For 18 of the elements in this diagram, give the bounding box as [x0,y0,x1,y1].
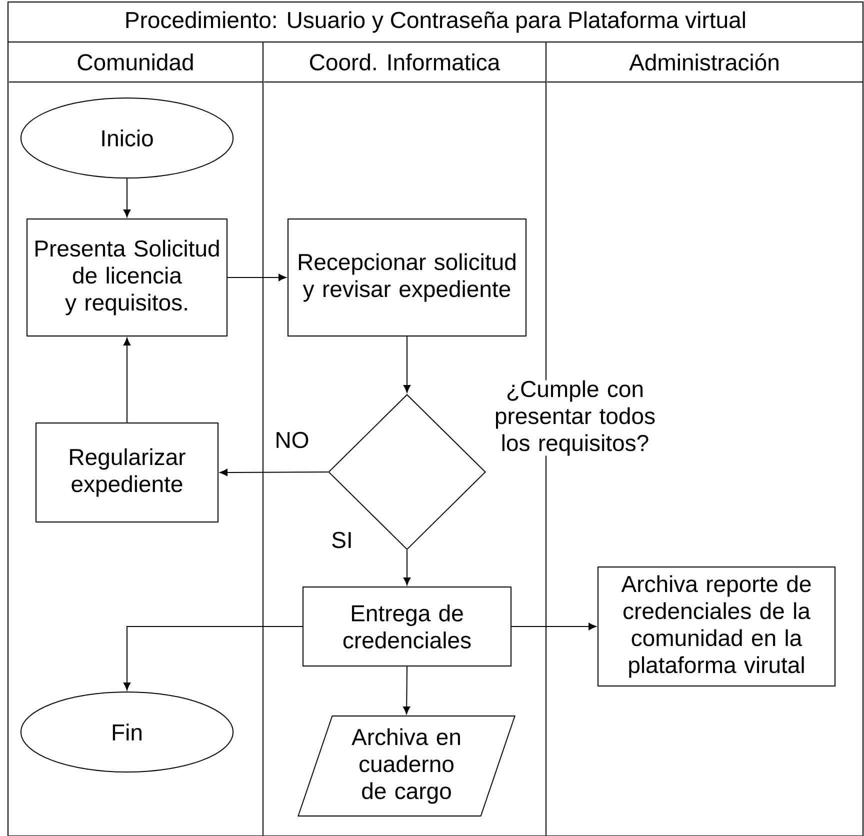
process-box: Entrega de credenciales [302,586,512,666]
process-box: Regularizar expediente [36,422,218,522]
arrow [227,274,286,282]
arrow [403,666,410,714]
question-text: ¿Cumple con presentar todos los requisitos? [472,380,678,456]
arrow [403,336,411,393]
arrow [123,178,131,218]
arrow [511,622,596,630]
process-box: Presenta Solicitud de licencia y requisitos. [26,218,228,336]
data-parallelogram: Archiva en cuaderno de cargo [298,716,516,816]
arrow [220,468,328,476]
arrow [123,338,131,423]
process-box: Recepcionar solicitud y revisar expediente [288,218,526,336]
edge-label: NO [274,430,310,450]
arrow [123,626,303,690]
process-box: Archiva reporte de credenciales de la comunidad en la plataforma virutal [598,566,836,686]
edge-label: SI [330,530,354,550]
arrow [403,550,411,586]
